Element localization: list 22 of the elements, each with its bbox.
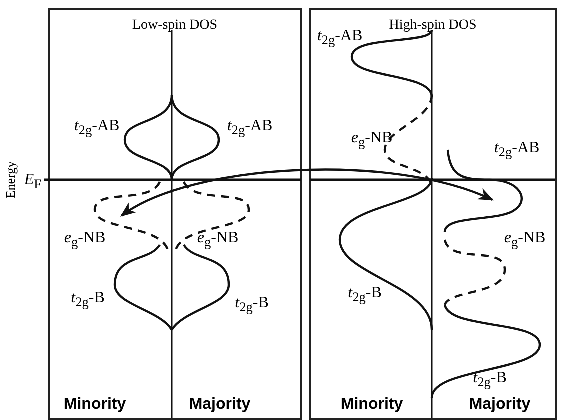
curve-label: t$_{2g}$-AB	[494, 139, 540, 161]
curve-label: t$_{2g}$-B	[473, 369, 507, 391]
curve-label: t$_{2g}$-B	[71, 289, 105, 311]
curve-label: t$_{2g}$-B	[348, 284, 382, 306]
column-label: Majority	[189, 396, 251, 414]
curve-label: e$_{g}$-NB	[197, 229, 239, 251]
curve-label: t$_{2g}$-AB	[227, 117, 273, 139]
curve-label: e$_{g}$-NB	[504, 229, 546, 251]
panel-heading: Low-spin DOS	[131, 18, 219, 34]
double-arrow	[120, 168, 494, 217]
axis-label: Energy	[3, 161, 19, 199]
curve-label: t$_{2g}$-AB	[317, 27, 363, 49]
column-label: Minority	[340, 396, 404, 414]
column-label: Majority	[469, 396, 531, 414]
curve-label: t$_{2g}$-B	[235, 294, 269, 316]
panel-heading: High-spin DOS	[388, 18, 478, 34]
curve-label: e$_{g}$-NB	[351, 129, 393, 151]
dos-panel	[48, 8, 302, 420]
curve-label: t$_{2g}$-AB	[74, 117, 120, 139]
column-label: Minority	[64, 396, 126, 414]
curve-label: e$_{g}$-NB	[64, 229, 106, 251]
dos-panel	[309, 8, 557, 420]
